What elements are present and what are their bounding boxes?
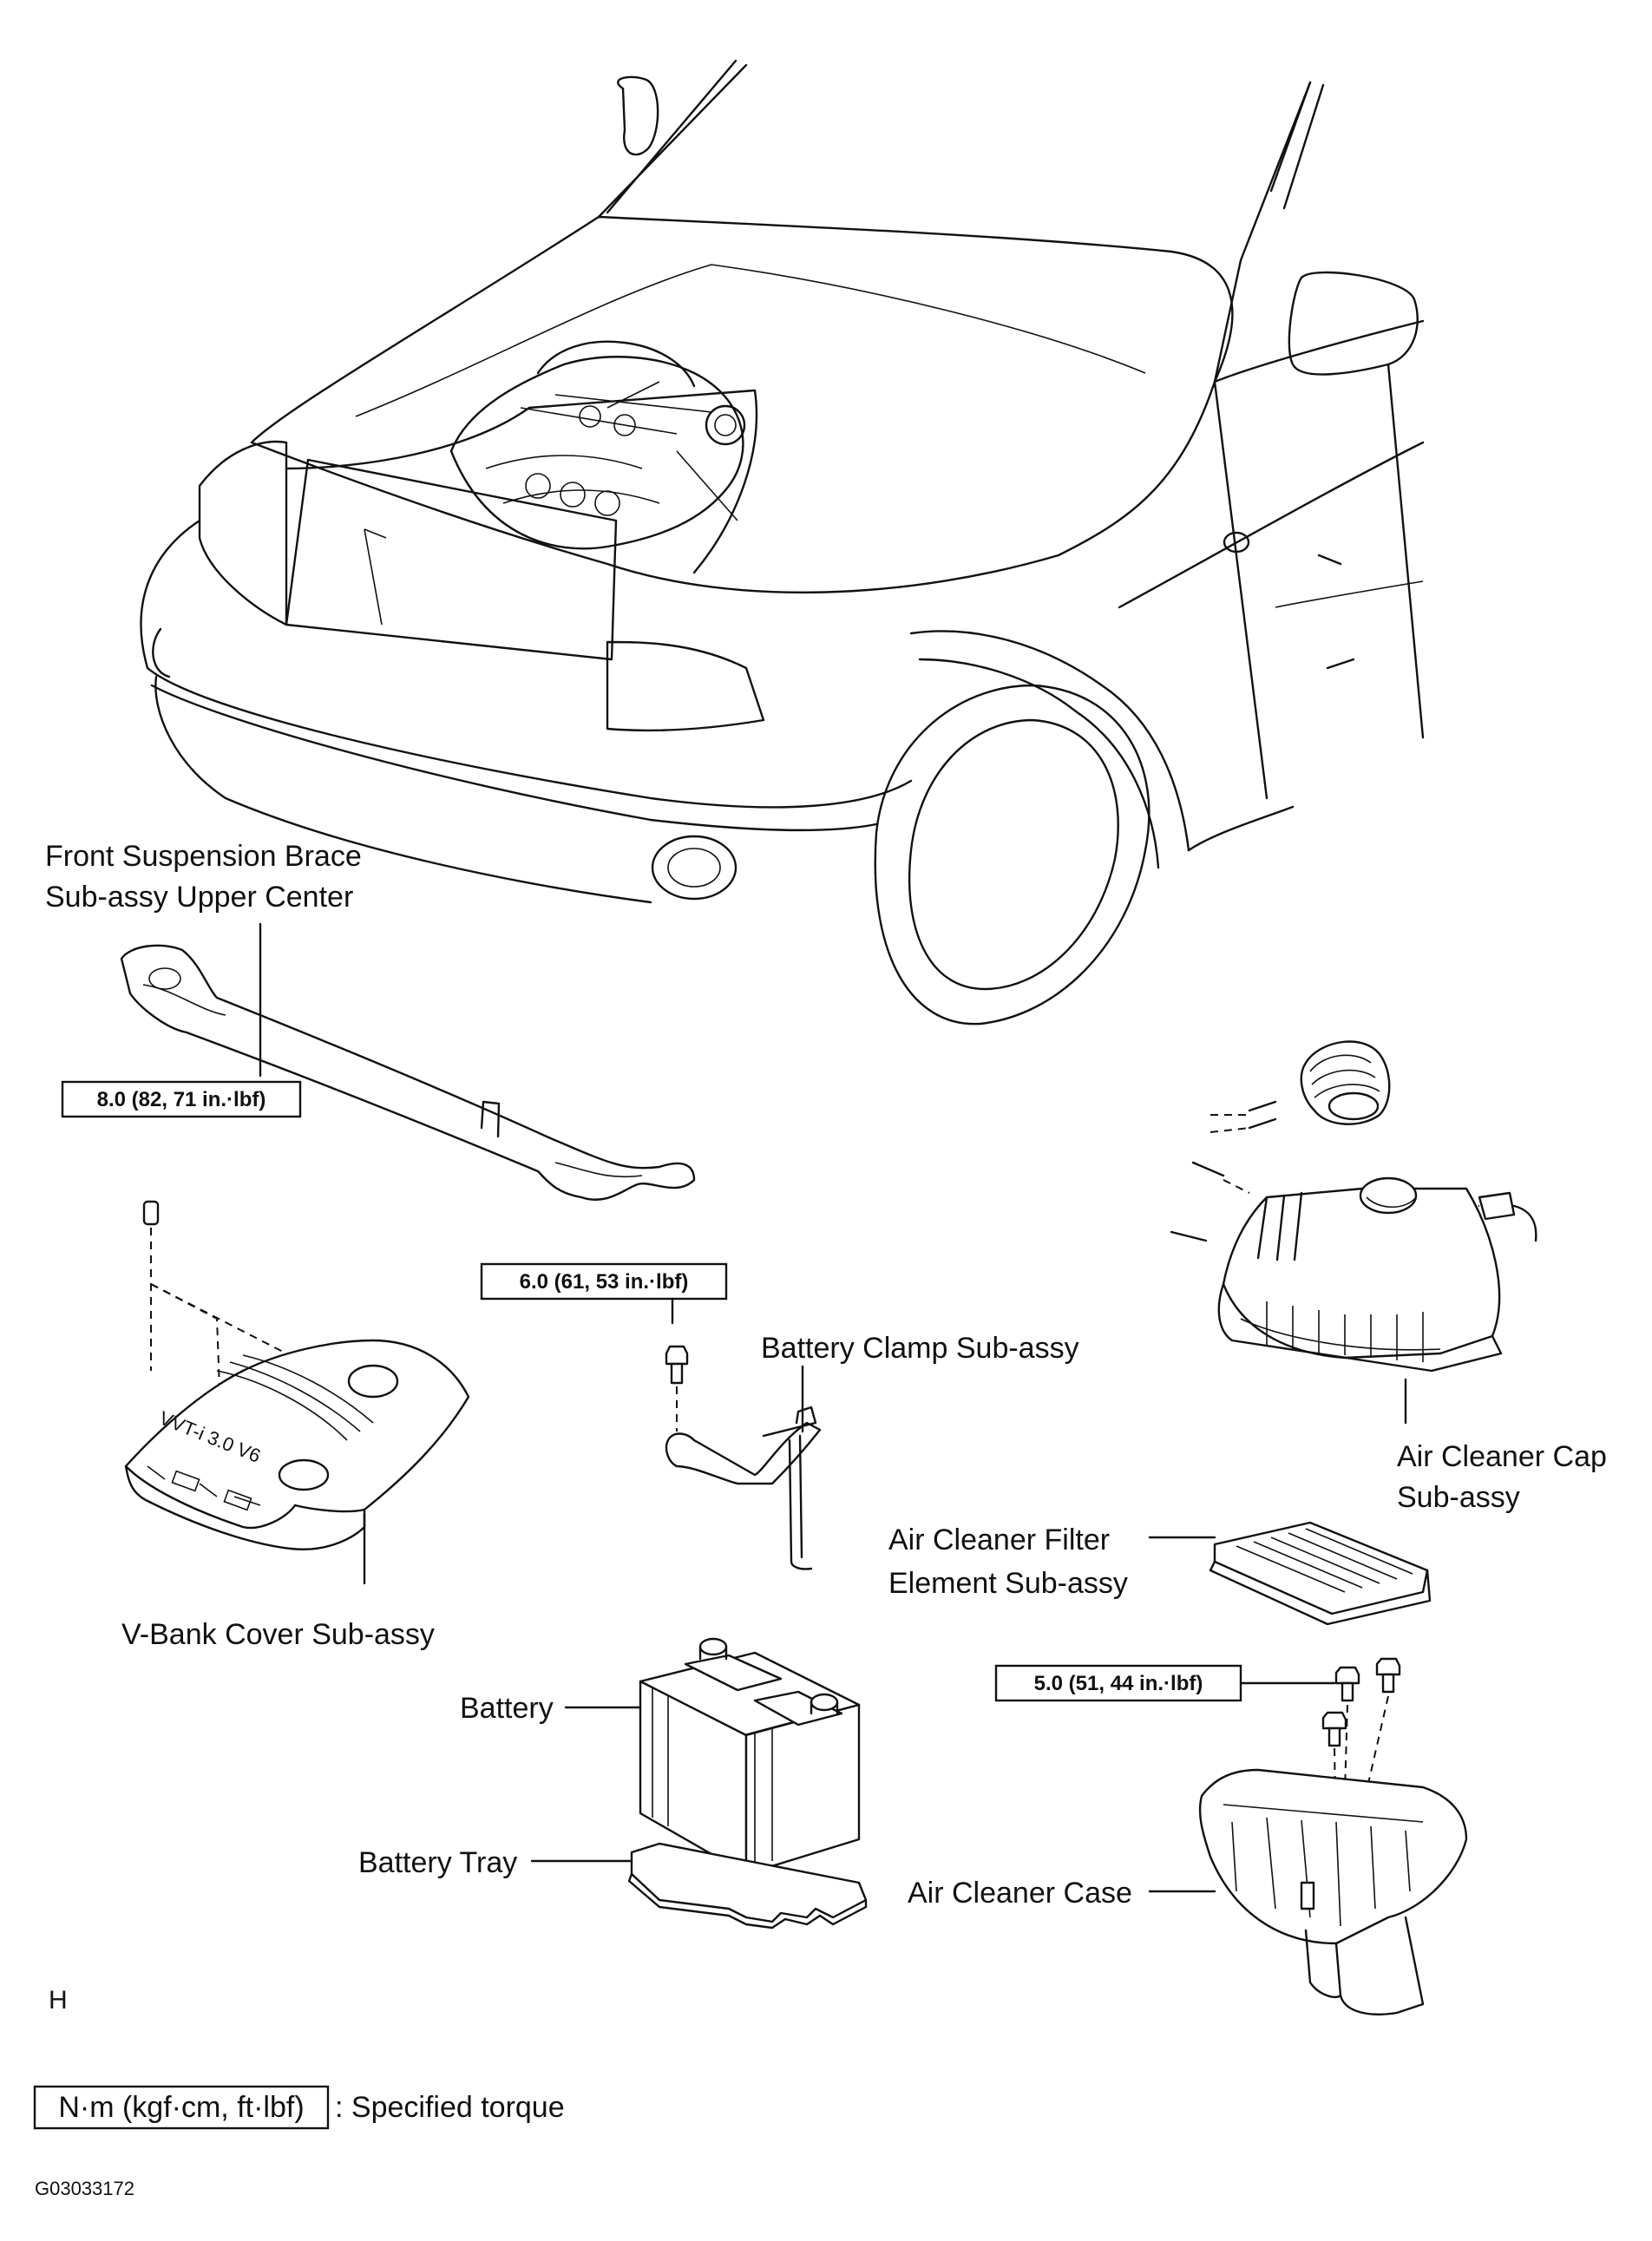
- front-tire: [874, 684, 1150, 1025]
- battery-tray: [627, 1842, 868, 1930]
- air-cleaner-filter-element: [1209, 1521, 1432, 1626]
- figure-id: G03033172: [35, 2178, 134, 2199]
- battery-tray-label: Battery Tray: [358, 1846, 517, 1879]
- front-suspension-brace: [120, 944, 696, 1201]
- battery-clamp-bolt-icon: [665, 1345, 689, 1385]
- v-bank-nut-icon: [142, 1200, 160, 1226]
- legend-description: : Specified torque: [335, 2091, 565, 2124]
- battery-clamp: [665, 1406, 822, 1570]
- battery: [639, 1637, 861, 1876]
- air-cleaner-case-torque-text: 5.0 (51, 44 in.·lbf): [1034, 1672, 1203, 1695]
- air-cleaner-cap-assembly: [1170, 1040, 1537, 1373]
- air-cleaner-case-bolts: [1321, 1657, 1401, 1747]
- front-brace-label-line1: Front Suspension Brace: [45, 840, 362, 873]
- v-bank-torque-spec: 8.0 (82, 71 in.·lbf): [61, 1080, 302, 1118]
- engine-outline: [449, 340, 746, 550]
- v-bank-cover: VVT-i 3.0 V6: [124, 1339, 470, 1550]
- air-cleaner-case-label: Air Cleaner Case: [908, 1877, 1132, 1910]
- battery-clamp-torque-text: 6.0 (61, 53 in.·lbf): [520, 1270, 689, 1294]
- air-cleaner-case-torque-spec: 5.0 (51, 44 in.·lbf): [994, 1664, 1242, 1702]
- air-cleaner-case: [1198, 1768, 1468, 2015]
- torque-legend: N·m (kgf·cm, ft·lbf) : Specified torque: [33, 2085, 565, 2130]
- battery-clamp-torque-spec: 6.0 (61, 53 in.·lbf): [480, 1262, 728, 1301]
- filter-label-line2: Element Sub-assy: [888, 1567, 1128, 1600]
- front-brace-label-line2: Sub-assy Upper Center: [45, 881, 353, 914]
- air-cleaner-cap-label-line1: Air Cleaner Cap: [1397, 1440, 1607, 1473]
- vehicle-illustration: [140, 59, 1425, 1025]
- section-marker: H: [49, 1986, 68, 2015]
- battery-clamp-label: Battery Clamp Sub-assy: [761, 1332, 1079, 1365]
- filter-label-line1: Air Cleaner Filter: [888, 1523, 1110, 1556]
- air-cleaner-cap-label-line2: Sub-assy: [1397, 1481, 1520, 1514]
- battery-label: Battery: [460, 1692, 554, 1725]
- v-bank-torque-text: 8.0 (82, 71 in.·lbf): [97, 1088, 266, 1111]
- v-bank-cover-label: V-Bank Cover Sub-assy: [121, 1618, 435, 1651]
- legend-box-text: N·m (kgf·cm, ft·lbf): [58, 2091, 304, 2124]
